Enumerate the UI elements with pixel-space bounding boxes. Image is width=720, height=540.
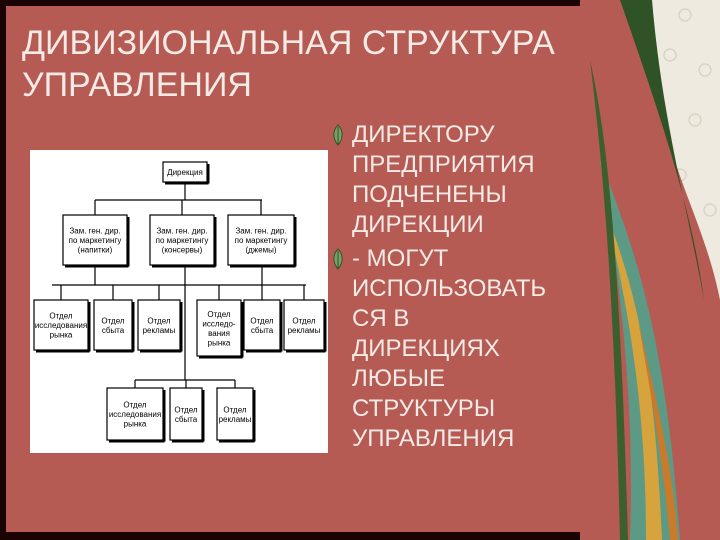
- org-box-label: Зам. ген. дир.: [69, 227, 120, 236]
- bullet-item: - МОГУТ ИСПОЛЬЗОВАТЬ СЯ В ДИРЕКЦИЯХ ЛЮБЫ…: [330, 244, 600, 454]
- org-box-subdepartment: [216, 387, 254, 441]
- org-box-department: [196, 299, 242, 357]
- org-box-label: Отдел: [223, 405, 246, 414]
- slide-title: ДИВИЗИОНАЛЬНАЯ СТРУКТУРА УПРАВЛЕНИЯ: [22, 22, 582, 106]
- bullet-list: ДИРЕКТОРУ ПРЕДПРИЯТИЯ ПОДЧЕНЕНЫ ДИРЕКЦИИ…: [330, 120, 600, 458]
- bullet-text: ДИРЕКТОРУ ПРЕДПРИЯТИЯ ПОДЧЕНЕНЫ ДИРЕКЦИИ: [352, 121, 535, 238]
- org-box-department: [283, 299, 325, 351]
- org-box-label: сбыта: [251, 326, 274, 335]
- org-box-subdepartment: [106, 387, 164, 441]
- org-box-label: Отдел: [174, 405, 197, 414]
- org-box-label: Отдел: [292, 316, 315, 325]
- org-box-label: по маркетингу: [156, 236, 209, 245]
- org-box-deputy: [149, 214, 215, 266]
- org-box-label: Дирекция: [167, 168, 203, 177]
- org-box-label: сбыта: [102, 326, 125, 335]
- org-box-label: (джемы): [245, 246, 276, 255]
- org-box-label: по маркетингу: [69, 236, 122, 245]
- org-box-label: исследования: [109, 410, 161, 419]
- org-box-label: рекламы: [143, 326, 176, 335]
- org-box-deputy: [62, 214, 128, 266]
- org-box-department: [243, 299, 281, 351]
- frame-left: [0, 0, 6, 540]
- org-box-department: [137, 299, 181, 351]
- org-box-label: Зам. ген. дир.: [235, 227, 286, 236]
- org-box-label: исследования: [35, 321, 87, 330]
- org-box-label: (консервы): [162, 246, 203, 255]
- org-box-label: (напитки): [78, 246, 113, 255]
- org-box-department: [93, 299, 133, 351]
- org-box-label: рекламы: [288, 326, 321, 335]
- org-box-label: рынка: [208, 338, 231, 347]
- bullet-text: - МОГУТ ИСПОЛЬЗОВАТЬ СЯ В ДИРЕКЦИЯХ ЛЮБЫ…: [352, 245, 547, 452]
- leaf-bullet-icon: [333, 124, 343, 146]
- bullet-item: ДИРЕКТОРУ ПРЕДПРИЯТИЯ ПОДЧЕНЕНЫ ДИРЕКЦИИ: [330, 120, 600, 240]
- leaf-bullet-icon: [333, 248, 343, 270]
- org-box-label: рынка: [50, 331, 73, 340]
- org-box-label: рекламы: [219, 415, 252, 424]
- frame-top: [0, 0, 720, 6]
- org-box-label: рынка: [124, 420, 147, 429]
- org-box-subdepartment: [169, 387, 203, 441]
- org-box-label: Отдел: [147, 316, 170, 325]
- org-box-label: по маркетингу: [235, 236, 288, 245]
- org-box-label: Отдел: [250, 316, 273, 325]
- org-box-label: сбыта: [175, 415, 198, 424]
- frame-bottom: [0, 532, 720, 540]
- title-line-2: УПРАВЛЕНИЯ: [22, 66, 252, 104]
- org-box-department: [33, 299, 89, 351]
- org-box-label: Отдел: [207, 310, 230, 319]
- title-line-1: ДИВИЗИОНАЛЬНАЯ СТРУКТУРА: [22, 24, 555, 62]
- decorative-panel: [580, 0, 720, 540]
- org-box-label: Отдел: [123, 401, 146, 410]
- org-box-label: Отдел: [49, 312, 72, 321]
- org-box-label: исследо-: [202, 319, 236, 328]
- org-box-label: вания: [208, 329, 230, 338]
- org-box-label: Зам. ген. дир.: [156, 227, 207, 236]
- org-box-label: Отдел: [101, 316, 124, 325]
- org-box-deputy: [227, 214, 295, 266]
